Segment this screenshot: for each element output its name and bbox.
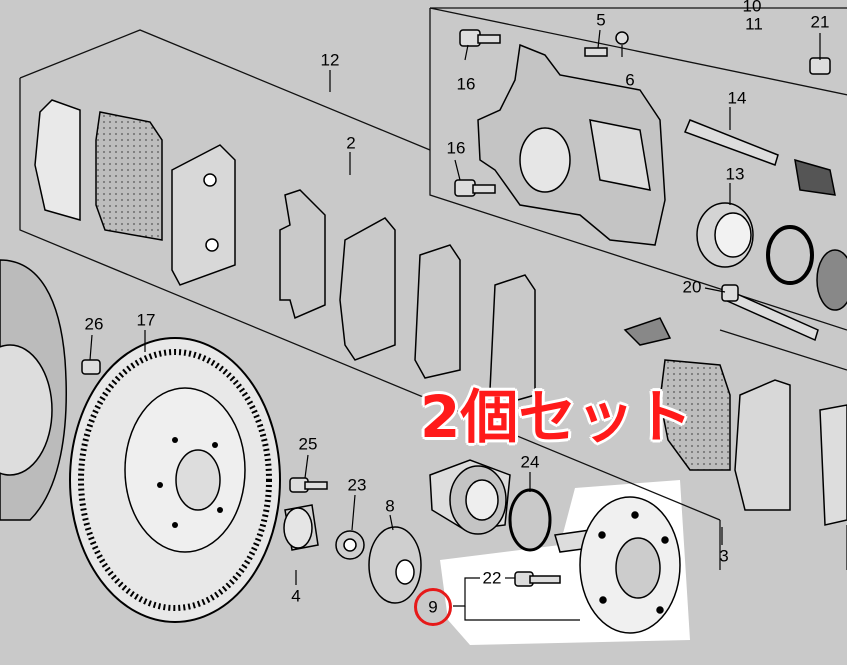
- pad-shims: [279, 189, 536, 406]
- callout-25: 25: [298, 434, 318, 454]
- brake-pads-upper: [34, 99, 236, 286]
- callout-16-top: 16: [456, 74, 476, 94]
- piston-and-seals: [696, 158, 847, 311]
- caliper-body: [477, 43, 666, 246]
- callout-10: 10: [742, 0, 762, 16]
- group-boxes: [19, 7, 847, 570]
- callout-14: 14: [727, 88, 747, 108]
- callout-3: 3: [719, 546, 729, 566]
- callout-6: 6: [625, 70, 635, 90]
- brake-rotor: [69, 337, 281, 623]
- callout-21: 21: [810, 12, 830, 32]
- promo-text: 2個セット: [420, 383, 693, 451]
- callout-2: 2: [346, 133, 356, 153]
- callout-22: 22: [482, 568, 502, 588]
- callout-4: 4: [291, 586, 301, 606]
- callout-20: 20: [682, 277, 702, 297]
- callout-12: 12: [320, 50, 340, 70]
- leader-lines: [89, 29, 821, 621]
- callout-13: 13: [725, 164, 745, 184]
- bolts: [81, 29, 831, 587]
- wheel-hub: [554, 496, 681, 634]
- callout-16-bottom: 16: [446, 138, 466, 158]
- callout-11: 11: [745, 14, 763, 34]
- callout-8: 8: [385, 496, 395, 516]
- callout-26: 26: [84, 314, 104, 334]
- callout-23: 23: [347, 475, 367, 495]
- bearing-parts: [283, 459, 552, 604]
- callout-17: 17: [136, 310, 156, 330]
- splash-shield: [0, 259, 67, 521]
- callout-5: 5: [596, 10, 606, 30]
- highlight-circle-9: [414, 588, 452, 626]
- callout-24: 24: [520, 452, 540, 472]
- brake-pads-lower: [623, 317, 847, 526]
